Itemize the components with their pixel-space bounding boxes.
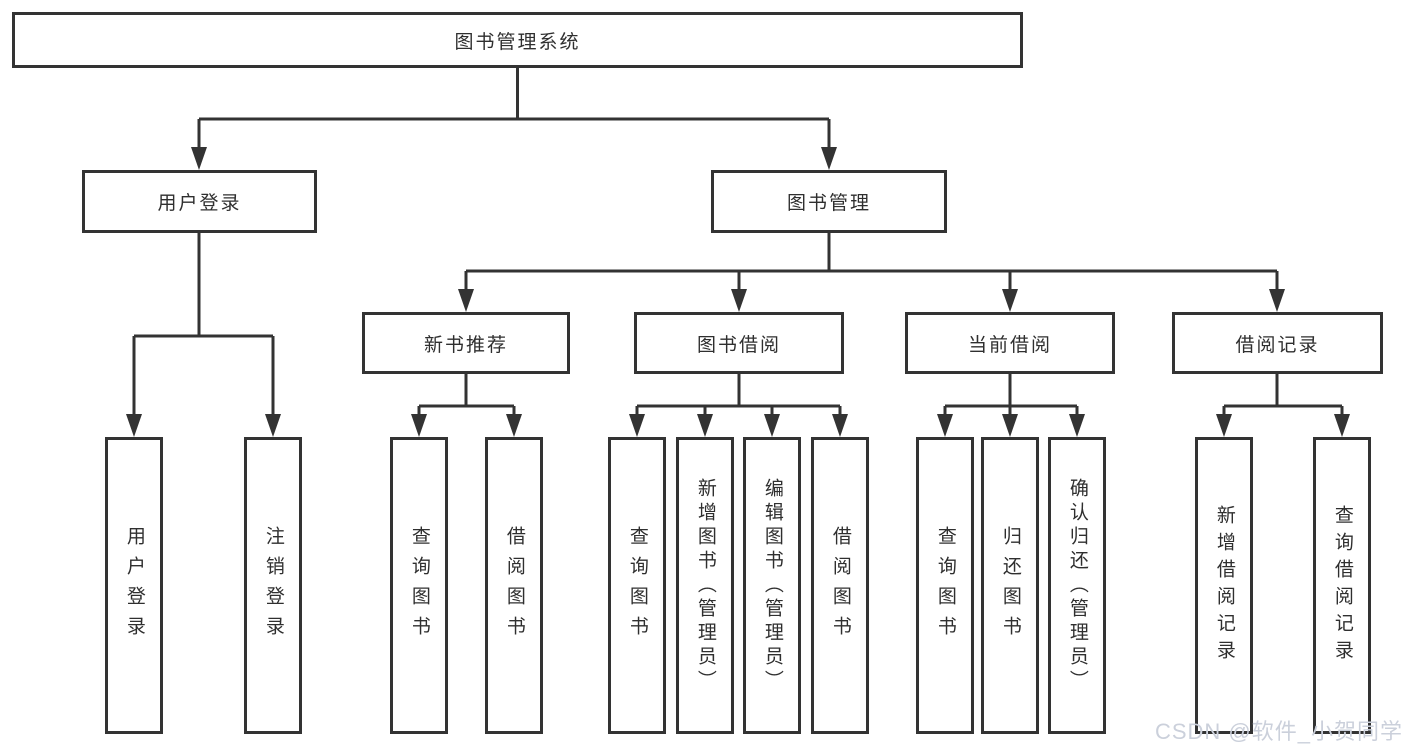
arrowhead-icon bbox=[731, 289, 747, 312]
arrowhead-icon bbox=[506, 414, 522, 437]
leaf-confirm-return-admin: 确认归还（管理员） bbox=[1048, 437, 1106, 734]
arrowhead-icon bbox=[1269, 289, 1285, 312]
arrowhead-icon bbox=[265, 414, 281, 437]
connector-borrowing-records-to-leaves bbox=[1216, 374, 1350, 437]
connector-book-management-to-sections bbox=[458, 233, 1285, 312]
leaf-query-books-3: 查询图书 bbox=[916, 437, 974, 734]
node-new-book-recommend-label: 新书推荐 bbox=[423, 334, 508, 356]
arrowhead-icon bbox=[697, 414, 713, 437]
leaf-query-books-3-label: 查询图书 bbox=[934, 525, 956, 646]
arrowhead-icon bbox=[191, 147, 207, 170]
node-user-login: 用户登录 bbox=[82, 170, 317, 233]
leaf-borrow-books-1: 借阅图书 bbox=[485, 437, 543, 734]
node-book-management-label: 图书管理 bbox=[786, 193, 871, 214]
node-borrowing-records-label: 借阅记录 bbox=[1235, 334, 1320, 356]
leaf-add-borrow-record: 新增借阅记录 bbox=[1195, 437, 1253, 734]
arrowhead-icon bbox=[629, 414, 645, 437]
node-current-borrowing-label: 当前借阅 bbox=[967, 334, 1052, 356]
arrowhead-icon bbox=[126, 414, 142, 437]
leaf-query-borrow-record-label: 查询借阅记录 bbox=[1331, 504, 1353, 667]
watermark: CSDN @软件_小贺同学 bbox=[1154, 719, 1403, 744]
arrowhead-icon bbox=[411, 414, 427, 437]
leaf-query-books-1: 查询图书 bbox=[390, 437, 448, 734]
node-book-borrowing: 图书借阅 bbox=[634, 312, 844, 374]
leaf-add-book-admin-label: 新增图书（管理员） bbox=[694, 477, 716, 694]
node-root: 图书管理系统 bbox=[12, 12, 1023, 68]
node-current-borrowing: 当前借阅 bbox=[905, 312, 1115, 374]
connector-root-to-branches bbox=[191, 68, 837, 170]
leaf-edit-book-admin-label: 编辑图书（管理员） bbox=[761, 477, 783, 694]
leaf-logout-label: 注销登录 bbox=[262, 525, 284, 646]
arrowhead-icon bbox=[764, 414, 780, 437]
leaf-return-books-label: 归还图书 bbox=[999, 525, 1021, 646]
leaf-borrow-books-2: 借阅图书 bbox=[811, 437, 869, 734]
node-user-login-label: 用户登录 bbox=[157, 193, 242, 214]
node-new-book-recommend: 新书推荐 bbox=[362, 312, 570, 374]
leaf-return-books: 归还图书 bbox=[981, 437, 1039, 734]
arrowhead-icon bbox=[821, 147, 837, 170]
node-borrowing-records: 借阅记录 bbox=[1172, 312, 1383, 374]
arrowhead-icon bbox=[458, 289, 474, 312]
leaf-logout: 注销登录 bbox=[244, 437, 302, 734]
leaf-confirm-return-admin-label: 确认归还（管理员） bbox=[1066, 477, 1088, 694]
connector-new-book-to-leaves bbox=[411, 374, 522, 437]
leaf-query-books-1-label: 查询图书 bbox=[408, 525, 430, 646]
connector-book-borrowing-to-leaves bbox=[629, 374, 848, 437]
node-book-borrowing-label: 图书借阅 bbox=[696, 334, 781, 356]
arrowhead-icon bbox=[1069, 414, 1085, 437]
leaf-user-login: 用户登录 bbox=[105, 437, 163, 734]
leaf-borrow-books-1-label: 借阅图书 bbox=[503, 525, 525, 646]
leaf-add-borrow-record-label: 新增借阅记录 bbox=[1213, 504, 1235, 667]
arrowhead-icon bbox=[1334, 414, 1350, 437]
arrowhead-icon bbox=[1002, 289, 1018, 312]
leaf-add-book-admin: 新增图书（管理员） bbox=[676, 437, 734, 734]
leaf-user-login-label: 用户登录 bbox=[123, 525, 145, 646]
leaf-query-borrow-record: 查询借阅记录 bbox=[1313, 437, 1371, 734]
arrowhead-icon bbox=[937, 414, 953, 437]
connector-user-login-to-leaves bbox=[126, 233, 281, 437]
node-book-management: 图书管理 bbox=[711, 170, 947, 233]
arrowhead-icon bbox=[832, 414, 848, 437]
arrowhead-icon bbox=[1216, 414, 1232, 437]
leaf-edit-book-admin: 编辑图书（管理员） bbox=[743, 437, 801, 734]
arrowhead-icon bbox=[1002, 414, 1018, 437]
node-root-label: 图书管理系统 bbox=[454, 31, 581, 53]
leaf-borrow-books-2-label: 借阅图书 bbox=[829, 525, 851, 646]
leaf-query-books-2-label: 查询图书 bbox=[626, 525, 648, 646]
connector-current-borrowing-to-leaves bbox=[937, 374, 1085, 437]
leaf-query-books-2: 查询图书 bbox=[608, 437, 666, 734]
